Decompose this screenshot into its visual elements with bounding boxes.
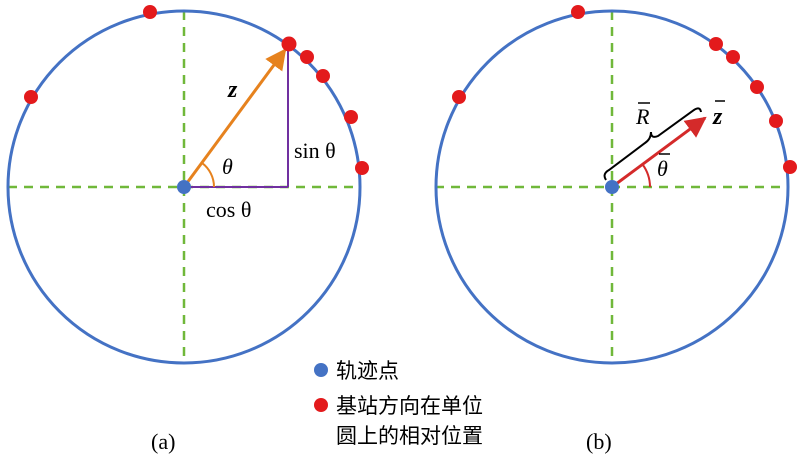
station-dot [452,90,466,104]
cos-theta-label: cos θ [206,197,251,222]
station-dot [24,90,38,104]
legend-station-dot [314,398,328,412]
resultant-label-group: R [635,102,650,129]
legend-trajectory-dot [314,363,328,377]
station-dot [769,114,783,128]
station-dot [344,110,358,124]
caption-b: (b) [586,429,612,454]
legend-trajectory-label: 轨迹点 [336,359,399,383]
panel-a: z θ sin θ cos θ (a) [6,5,369,454]
legend: 轨迹点 基站方向在单位 圆上的相对位置 [314,359,483,448]
station-dot [571,5,585,19]
sin-theta-label: sin θ [294,138,336,163]
station-dot [300,50,314,64]
station-dot [783,160,797,174]
angle-arc-a [201,161,216,188]
angle-arc-b [641,163,651,188]
station-dot [281,36,297,52]
mean-vector-label-group: z [712,100,725,130]
station-dot [355,161,369,175]
station-dot [726,50,740,64]
panel-b: R z θ (b) [434,5,797,454]
unit-circle-b [434,9,790,365]
resultant-brace [603,107,702,181]
angle-theta-label: θ [222,154,233,179]
station-dot [709,37,723,51]
resultant-r-label: R [635,104,650,129]
vector-z-arrow [182,48,287,188]
legend-station-label-line2: 圆上的相对位置 [336,424,483,448]
vector-z-label: z [227,77,238,103]
unit-circle-a [6,9,362,365]
station-dot [143,5,157,19]
trajectory-dot-a [177,180,191,194]
trajectory-dot-b [605,180,619,194]
caption-a: (a) [151,429,175,454]
mean-vector-z-label: z [712,104,723,130]
station-dot [750,80,764,94]
mean-angle-theta-label: θ [657,156,668,181]
legend-station-label-line1: 基站方向在单位 [336,394,483,418]
mean-angle-label-group: θ [657,153,670,181]
mean-vector-arrow [611,116,707,189]
station-dot [316,69,330,83]
